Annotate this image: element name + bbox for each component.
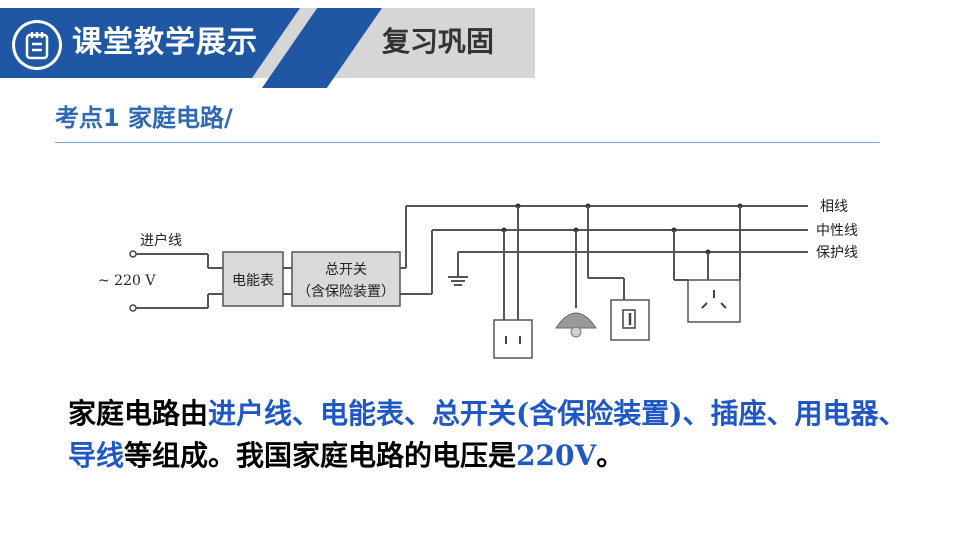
notepad-icon [25, 32, 49, 60]
description-highlight-voltage: 220V [516, 439, 597, 472]
section-title: 考点1 家庭电路/ [55, 104, 233, 132]
main-switch-box [291, 251, 401, 307]
description-text-2: 等组成。我国家庭电路的电压是 [124, 439, 517, 472]
two-pin-socket [493, 319, 533, 359]
header-subtitle: 复习巩固 [382, 25, 495, 58]
input-terminal-bottom [129, 304, 137, 312]
household-circuit-diagram: 进户线 ~ 220 V 电能表 总开关 （含保险装置） [90, 180, 890, 374]
main-switch-label: 总开关 [325, 262, 367, 278]
input-terminal-top [129, 250, 137, 258]
description-text-1: 家庭电路由 [68, 397, 209, 430]
main-switch-note: （含保险装置） [297, 284, 395, 300]
lamp-icon [555, 312, 597, 329]
earth-wire-label: 保护线 [816, 245, 858, 261]
description-text-3: 。 [596, 439, 625, 472]
header-title: 课堂教学展示 [72, 25, 258, 60]
section-divider [55, 142, 880, 143]
meter-box [222, 251, 284, 307]
three-pin-socket [687, 279, 741, 323]
description-highlight-components: 进户线、电能表、总开关(含保险装置)、插座、用电器、导线 [68, 397, 907, 472]
header-badge [12, 20, 62, 70]
neutral-wire-label: 中性线 [816, 223, 858, 239]
live-wire-label: 相线 [820, 199, 848, 215]
description-paragraph: 家庭电路由进户线、电能表、总开关(含保险装置)、插座、用电器、导线等组成。我国家… [68, 393, 908, 477]
voltage-label: ~ 220 V [98, 273, 156, 289]
incoming-line-label: 进户线 [140, 232, 182, 249]
meter-label: 电能表 [232, 273, 274, 289]
